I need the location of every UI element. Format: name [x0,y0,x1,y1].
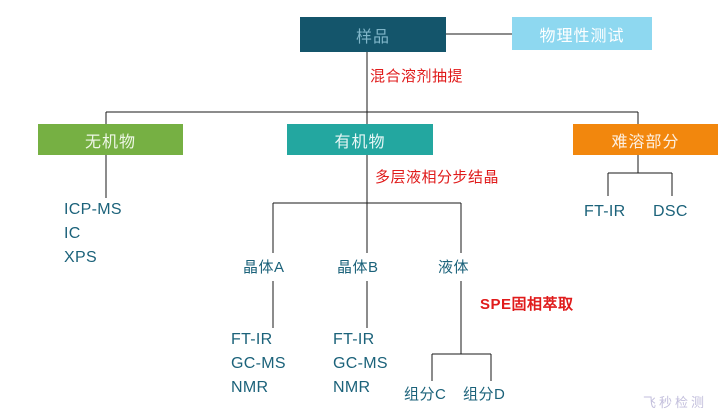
annotation-extraction: 混合溶剂抽提 [370,68,464,85]
technique-insoluble-ftir: FT-IR [584,203,626,220]
technique-gcms-b: GC-MS [333,355,388,372]
technique-gcms-a: GC-MS [231,355,286,372]
technique-ic: IC [64,225,81,242]
node-component-c[interactable]: 组分C [404,386,447,403]
node-liquid[interactable]: 液体 [438,259,470,276]
annotation-spe: SPE固相萃取 [480,296,574,313]
technique-list-crystal-a: FT-IR GC-MS NMR [231,328,286,400]
technique-xps: XPS [64,249,97,266]
technique-icpms: ICP-MS [64,201,122,218]
node-physical-test[interactable]: 物理性测试 [512,17,652,50]
watermark: 飞秒检测 [643,395,708,410]
node-insoluble[interactable]: 难溶部分 [573,124,718,155]
technique-list-crystal-b: FT-IR GC-MS NMR [333,328,388,400]
node-sample[interactable]: 样品 [300,17,446,52]
technique-list-inorganic: ICP-MS IC XPS [64,198,122,270]
node-crystal-b[interactable]: 晶体B [337,259,379,276]
technique-ftir-b: FT-IR [333,331,375,348]
annotation-crystallization: 多层液相分步结晶 [375,169,500,186]
technique-insoluble-dsc: DSC [653,203,688,220]
technique-nmr-b: NMR [333,379,371,396]
technique-nmr-a: NMR [231,379,269,396]
node-crystal-a[interactable]: 晶体A [243,259,285,276]
node-component-d[interactable]: 组分D [463,386,506,403]
node-organic[interactable]: 有机物 [287,124,433,155]
node-inorganic[interactable]: 无机物 [38,124,183,155]
technique-ftir-a: FT-IR [231,331,273,348]
